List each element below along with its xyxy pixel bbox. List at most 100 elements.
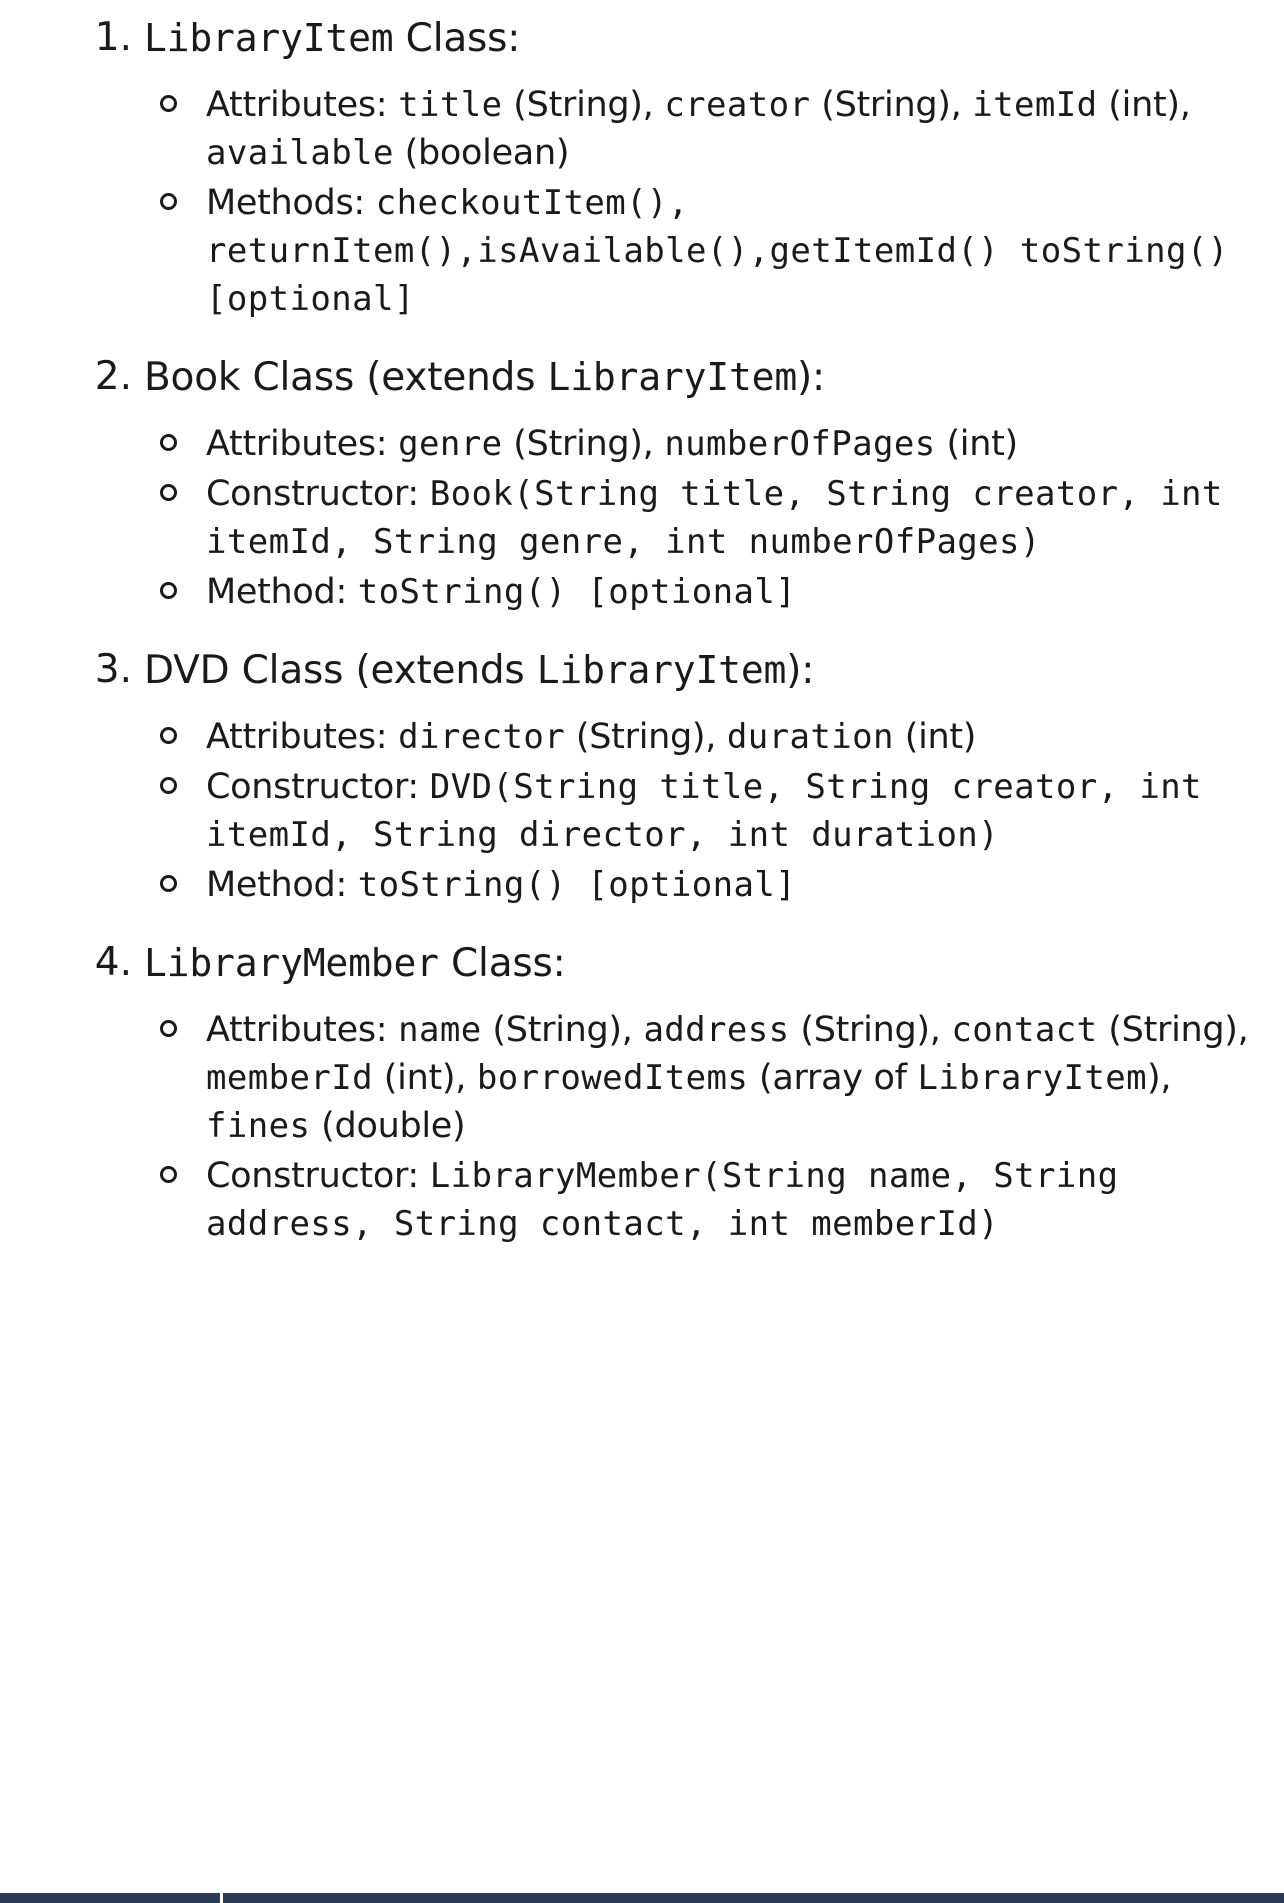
prose-span: (String), (1097, 1010, 1249, 1050)
prose-span: Constructor: (206, 767, 430, 807)
section-number: 2. (94, 354, 132, 399)
code-span: LibraryItem (917, 1058, 1148, 1098)
code-span: LibraryMember(String name, String addres… (206, 1156, 1140, 1244)
code-span: itemId (972, 85, 1098, 125)
circle-bullet-icon (160, 582, 177, 599)
prose-span: (String), (502, 424, 665, 464)
outline-section: 3. DVD Class (extends LibraryItem): Attrib… (28, 646, 1256, 909)
prose-span: Class: (393, 16, 521, 61)
prose-span: Methods: (206, 183, 376, 223)
code-span: DVD(String title, String creator, int it… (206, 767, 1223, 855)
section-number: 4. (94, 940, 132, 985)
list-item: Methods: checkoutItem(), returnItem(),is… (144, 179, 1256, 323)
prose-span: ), (1147, 1058, 1172, 1098)
list-item-text: Methods: checkoutItem(), returnItem(),is… (206, 183, 1250, 319)
prose-span: Book Class (extends (144, 355, 548, 400)
code-span: creator (664, 85, 811, 125)
list-item: Constructor: DVD(String title, String cr… (144, 763, 1256, 859)
code-span: LibraryItem (547, 355, 798, 399)
code-span: available (206, 133, 394, 173)
code-span: LibraryItem (536, 648, 787, 692)
prose-span: Method: (206, 865, 358, 905)
list-item: Attributes: name (String), address (Stri… (144, 1006, 1256, 1150)
code-span: numberOfPages (664, 424, 936, 464)
code-span: Book(String title, String creator, int i… (206, 474, 1244, 562)
prose-span: ): (797, 355, 825, 400)
code-span: name (398, 1010, 482, 1050)
section-heading: DVD Class (extends LibraryItem): (144, 646, 1256, 695)
section-sublist: Attributes: genre (String), numberOfPage… (144, 420, 1256, 616)
outline-section: 2. Book Class (extends LibraryItem): Attri… (28, 353, 1256, 616)
prose-span: Attributes: (206, 85, 399, 125)
prose-span: Attributes: (206, 424, 399, 464)
page-bottom-bar-tick (220, 1893, 223, 1903)
code-span: address (643, 1010, 790, 1050)
code-span: duration (726, 717, 894, 757)
circle-bullet-icon (160, 1166, 177, 1183)
prose-span: (String), (502, 85, 665, 125)
prose-span: Constructor: (206, 474, 430, 514)
list-item: Method: toString() [optional] (144, 568, 1256, 616)
section-number: 1. (94, 15, 132, 60)
circle-bullet-icon (160, 1020, 177, 1037)
prose-span: Constructor: (206, 1156, 430, 1196)
prose-span: (int), (1097, 85, 1191, 125)
section-number: 3. (94, 647, 132, 692)
list-item-text: Constructor: Book(String title, String c… (206, 474, 1244, 562)
circle-bullet-icon (160, 484, 177, 501)
list-item-text: Attributes: genre (String), numberOfPage… (206, 424, 1018, 464)
list-item: Method: toString() [optional] (144, 861, 1256, 909)
code-span: contact (951, 1010, 1098, 1050)
document-body: 1. LibraryItem Class: Attributes: title (S… (28, 14, 1256, 1248)
list-item-text: Constructor: DVD(String title, String cr… (206, 767, 1223, 855)
list-item: Constructor: LibraryMember(String name, … (144, 1152, 1256, 1248)
list-item-text: Attributes: name (String), address (Stri… (206, 1010, 1249, 1146)
prose-span: (int) (935, 424, 1018, 464)
code-span: toString() [optional] (357, 865, 797, 905)
list-item-text: Attributes: title (String), creator (Str… (206, 85, 1191, 173)
list-item: Attributes: director (String), duration … (144, 713, 1256, 761)
circle-bullet-icon (160, 95, 177, 112)
circle-bullet-icon (160, 777, 177, 794)
circle-bullet-icon (160, 434, 177, 451)
list-item: Constructor: Book(String title, String c… (144, 470, 1256, 566)
prose-span: (double) (310, 1106, 466, 1146)
list-item-text: Attributes: director (String), duration … (206, 717, 976, 757)
list-item-text: Constructor: LibraryMember(String name, … (206, 1156, 1139, 1244)
prose-span: (String), (565, 717, 727, 757)
section-heading: LibraryMember Class: (144, 939, 1256, 988)
list-item-text: Method: toString() [optional] (206, 865, 796, 905)
page-bottom-bar (0, 1893, 1284, 1903)
list-item-text: Method: toString() [optional] (206, 572, 796, 612)
code-span: director (398, 717, 566, 757)
prose-span: Method: (206, 572, 358, 612)
prose-span: Class: (438, 941, 566, 986)
prose-span: (array of (748, 1058, 918, 1098)
prose-span: (boolean) (393, 133, 570, 173)
outline-section: 1. LibraryItem Class: Attributes: title (S… (28, 14, 1256, 323)
prose-span: (String), (481, 1010, 644, 1050)
code-span: genre (398, 424, 503, 464)
section-sublist: Attributes: title (String), creator (Str… (144, 81, 1256, 323)
code-span: title (398, 85, 503, 125)
code-span: LibraryMember (144, 941, 439, 985)
code-span: LibraryItem (144, 16, 394, 60)
prose-span: (String), (789, 1010, 952, 1050)
circle-bullet-icon (160, 193, 177, 210)
section-heading: LibraryItem Class: (144, 14, 1256, 63)
code-span: borrowedItems (476, 1058, 749, 1098)
section-sublist: Attributes: name (String), address (Stri… (144, 1006, 1256, 1248)
prose-span: DVD Class (extends (144, 648, 537, 693)
section-heading: Book Class (extends LibraryItem): (144, 353, 1256, 402)
class-spec-outline: 1. LibraryItem Class: Attributes: title (S… (28, 14, 1256, 1248)
prose-span: (int) (893, 717, 977, 757)
prose-span: Attributes: (206, 717, 399, 757)
prose-span: (String), (810, 85, 973, 125)
circle-bullet-icon (160, 727, 177, 744)
code-span: checkoutItem(), returnItem(),isAvailable… (206, 183, 1250, 319)
prose-span: (int), (372, 1058, 477, 1098)
code-span: toString() [optional] (357, 572, 797, 612)
code-span: fines (206, 1106, 311, 1146)
list-item: Attributes: title (String), creator (Str… (144, 81, 1256, 177)
